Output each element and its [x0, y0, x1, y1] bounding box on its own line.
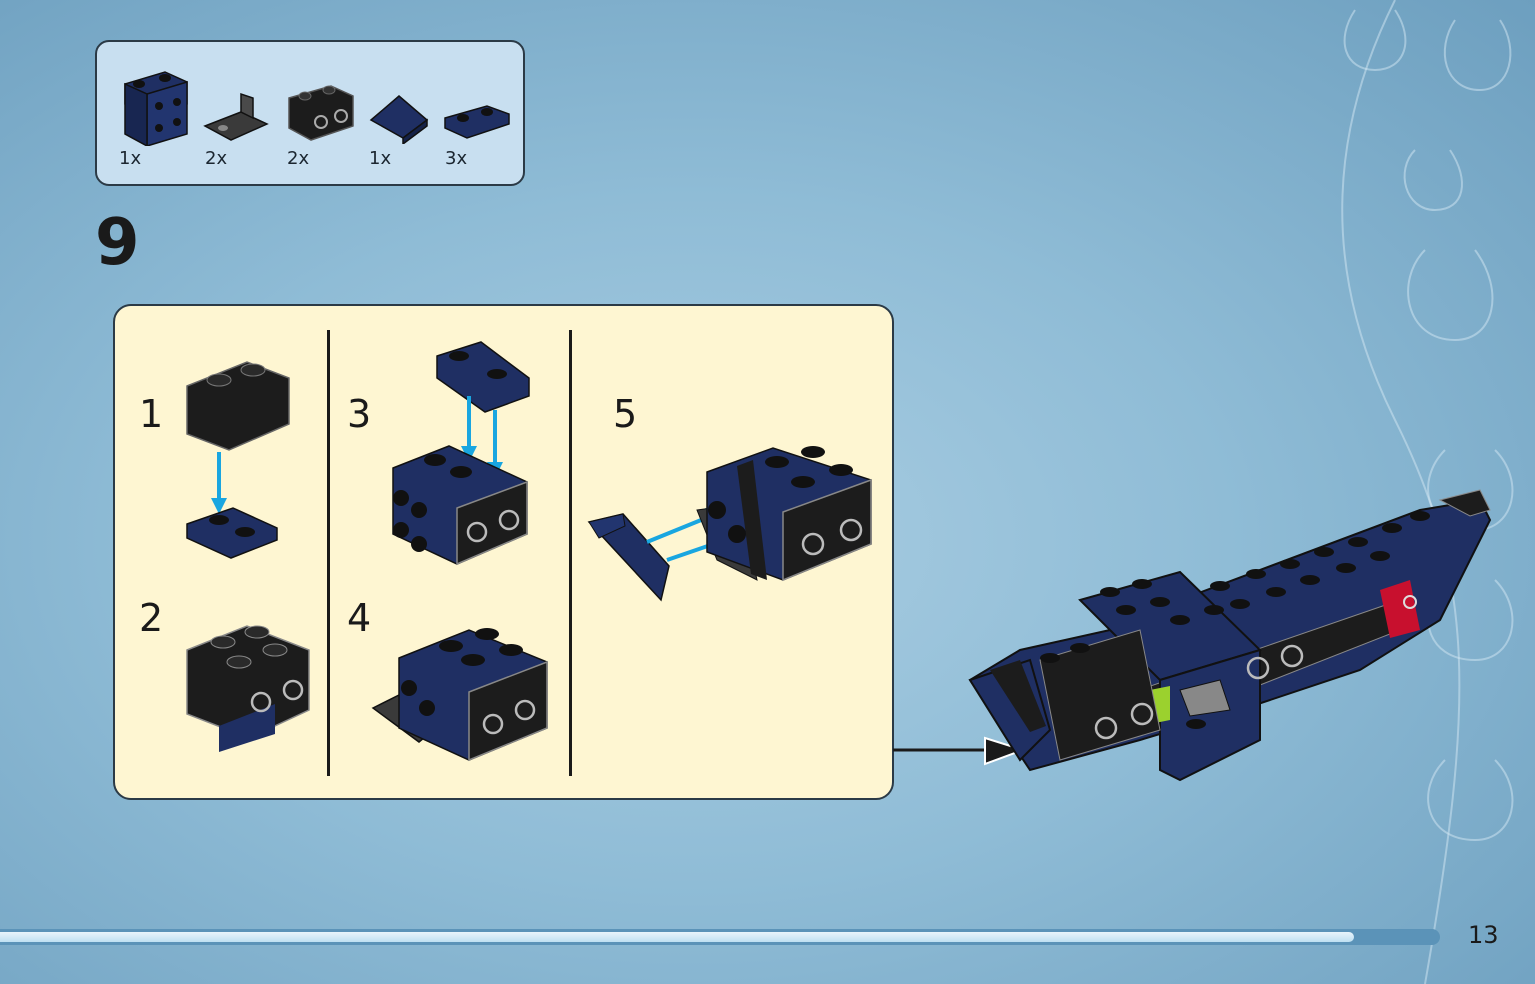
blue-bracket-part-icon — [124, 71, 188, 146]
substep-number: 3 — [347, 392, 372, 436]
substep-2-illustration — [186, 625, 310, 752]
substep-divider — [327, 330, 330, 776]
blue-slope-part-icon — [369, 95, 429, 144]
substep-5-illustration — [587, 446, 872, 602]
substep-4-illustration — [371, 628, 548, 762]
part-quantity: 2x — [287, 148, 310, 169]
assembled-model-illustration — [968, 489, 1492, 782]
substep-number: 5 — [613, 392, 638, 436]
substep-1-illustration — [186, 361, 290, 559]
subassembly-panel: 1 2 3 4 5 — [113, 304, 894, 800]
black-brick-part-icon — [288, 85, 354, 141]
substep-number: 2 — [139, 596, 164, 640]
substep-number: 1 — [139, 392, 164, 436]
progress-bar — [0, 929, 1440, 945]
progress-fill — [0, 932, 1354, 942]
step-number: 9 — [95, 206, 140, 280]
parts-list: 1x 2x 2x 1x 3x — [95, 40, 525, 186]
blue-plate-part-icon — [444, 105, 510, 139]
substep-divider — [569, 330, 572, 776]
substep-number: 4 — [347, 596, 372, 640]
part-quantity: 1x — [119, 148, 142, 169]
part-quantity: 3x — [445, 148, 468, 169]
part-quantity: 2x — [205, 148, 228, 169]
page-number: 13 — [1468, 921, 1499, 949]
part-quantity: 1x — [369, 148, 392, 169]
attach-arrow — [893, 736, 1027, 766]
gray-bracket-part-icon — [203, 92, 269, 141]
substep-3-illustration — [392, 341, 530, 566]
